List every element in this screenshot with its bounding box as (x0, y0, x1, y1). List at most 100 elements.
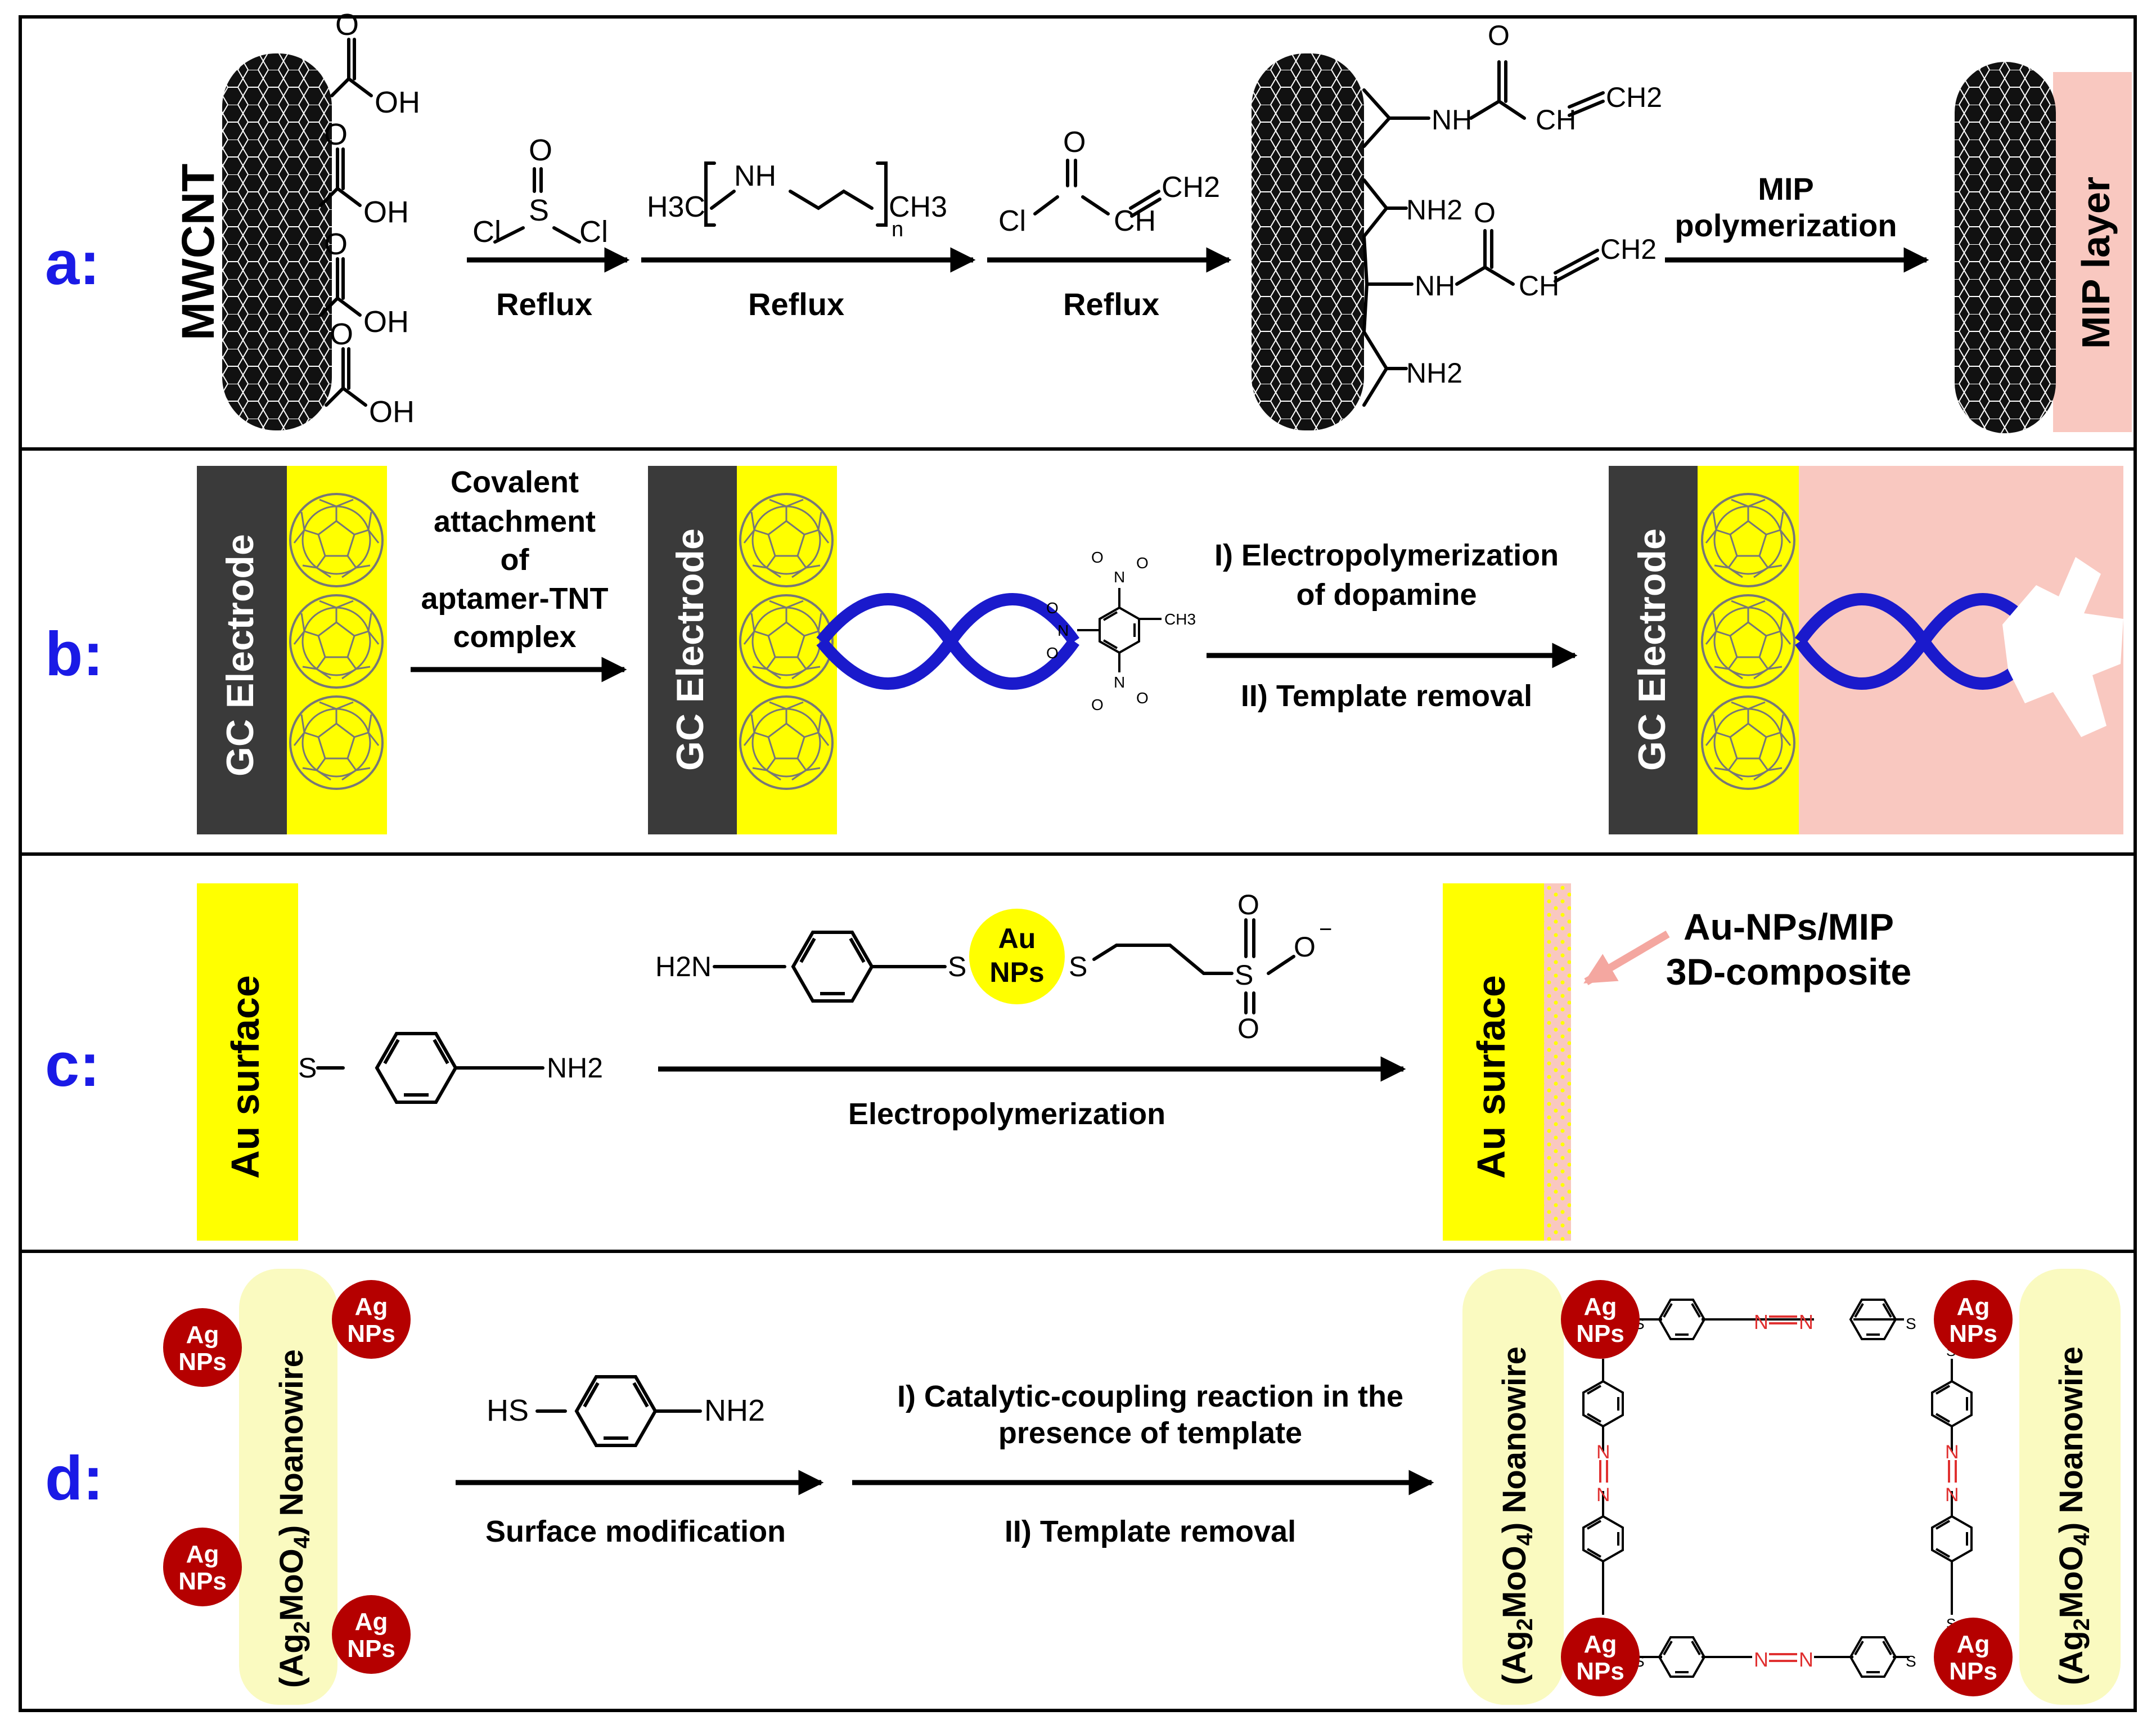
thionyl-chloride: O S Cl Cl (472, 133, 608, 249)
acryloyl-chloride: O Cl CH CH2 (998, 126, 1220, 237)
svg-text:Au: Au (998, 923, 1036, 954)
reflux-label-1: Reflux (496, 286, 592, 322)
svg-text:Ag: Ag (1584, 1631, 1617, 1658)
step-b2-line3: II) Template removal (1241, 679, 1532, 713)
svg-text:O: O (1091, 549, 1104, 566)
svg-text:OH: OH (375, 86, 420, 119)
composite-pointer-arrow (1583, 930, 1670, 986)
svg-text:NH2: NH2 (704, 1394, 765, 1427)
reflux-label-3: Reflux (1063, 286, 1159, 322)
svg-text:S: S (1069, 951, 1087, 982)
svg-text:O: O (1488, 20, 1510, 51)
svg-text:O: O (335, 8, 359, 42)
svg-text:O: O (324, 118, 348, 151)
svg-text:O: O (1091, 696, 1104, 713)
nanowire-3 (2019, 1269, 2121, 1705)
gc-electrode-2 (648, 466, 837, 834)
svg-text:O: O (330, 317, 353, 351)
svg-text:H3C: H3C (647, 191, 705, 223)
svg-text:of: of (501, 543, 530, 577)
svg-text:S: S (1906, 1315, 1916, 1332)
gc-electrode-1 (197, 466, 387, 834)
svg-text:N: N (1596, 1441, 1610, 1463)
svg-text:NH2: NH2 (1406, 194, 1462, 226)
svg-text:N: N (1945, 1441, 1959, 1463)
svg-text:NPs: NPs (347, 1320, 395, 1348)
step-b1-text: Covalent attachment of aptamer-TNT compl… (421, 465, 608, 654)
svg-text:Covalent: Covalent (451, 465, 579, 499)
svg-text:O: O (1136, 689, 1149, 707)
svg-text:NPs: NPs (1949, 1320, 1997, 1348)
panel-c-label: c: (45, 1030, 100, 1099)
mip-step-line1: MIP (1758, 171, 1814, 206)
svg-text:N: N (1754, 1648, 1768, 1671)
svg-text:O: O (529, 133, 552, 167)
panel-d-label: d: (45, 1444, 103, 1513)
svg-text:HS: HS (487, 1394, 529, 1427)
svg-text:O: O (1046, 599, 1059, 617)
svg-text:OH: OH (369, 395, 415, 429)
step-b2-line2: of dopamine (1297, 578, 1477, 612)
svg-text:H2N: H2N (655, 951, 712, 982)
svg-text:Ag: Ag (355, 1293, 388, 1321)
svg-text:aptamer-TNT: aptamer-TNT (421, 582, 608, 616)
svg-text:N: N (1945, 1484, 1959, 1506)
panel-d-frame (19, 1250, 2137, 1712)
au-surface-2 (1443, 883, 1571, 1241)
au-np-conjugate: H2N S Au NPs S S O O O − (655, 889, 1332, 1044)
panel-a-label: a: (45, 228, 100, 298)
svg-text:S: S (298, 1052, 317, 1084)
svg-text:O: O (1237, 1013, 1259, 1044)
svg-text:CH3: CH3 (1164, 610, 1196, 628)
svg-text:NPs: NPs (1949, 1658, 1997, 1685)
ag-nanoparticles-2: Ag NPs Ag NPs Ag NPs Ag NPs (1561, 1280, 2013, 1696)
svg-text:CH: CH (1519, 270, 1559, 302)
svg-text:n: n (892, 218, 903, 241)
amide-branches: NH O CH CH2 NH2 NH O CH CH2 NH2 (1362, 20, 1662, 407)
au-surface-1 (197, 883, 298, 1241)
svg-text:S: S (948, 951, 966, 982)
svg-text:O: O (1294, 931, 1316, 963)
carboxyl-groups: O OH O OH O OH O OH (319, 8, 420, 429)
nanowire-2 (1462, 1269, 1564, 1705)
reflux-label-2: Reflux (748, 286, 844, 322)
svg-text:attachment: attachment (434, 505, 596, 538)
step-d2-line3: II) Template removal (1005, 1515, 1296, 1548)
mip-layer-label: MIP layer (2074, 177, 2118, 349)
svg-text:S: S (529, 194, 549, 227)
svg-text:N: N (1596, 1484, 1610, 1506)
mwcnt-label: MWCNT (173, 164, 224, 340)
step-d2-line2: presence of template (998, 1416, 1302, 1450)
ag-nanoparticles-1: Ag NPs Ag NPs Ag NPs Ag NPs (163, 1280, 411, 1674)
azo-network: N N S S N N S S N N S S N N S S (1582, 1299, 1973, 1678)
svg-text:O: O (1474, 197, 1496, 228)
svg-text:Ag: Ag (1957, 1631, 1990, 1658)
gc-electrode-label-2: GC Electrode (669, 528, 712, 771)
svg-text:O: O (1063, 126, 1086, 159)
svg-text:Cl: Cl (998, 205, 1026, 237)
dna-aptamer-1 (816, 593, 1080, 690)
svg-text:Ag: Ag (1957, 1293, 1990, 1321)
svg-text:O: O (324, 227, 348, 261)
svg-text:NH2: NH2 (547, 1052, 603, 1084)
svg-text:O: O (1136, 554, 1149, 572)
gc-electrode-label-1: GC Electrode (219, 534, 262, 776)
aminothiophenol-reagent: HS NH2 (487, 1377, 765, 1445)
gc-electrode-label-3: GC Electrode (1631, 528, 1673, 771)
nanowire-label-2: (Ag2MoO4) Noanowire (1496, 1346, 1537, 1685)
gc-electrode-3 (1609, 466, 2123, 834)
functionalized-mwcnt (1252, 53, 1364, 430)
mip-step-line2: polymerization (1675, 208, 1897, 243)
svg-text:Ag: Ag (355, 1608, 388, 1636)
mwcnt-with-mip (1955, 62, 2132, 433)
svg-text:S: S (1235, 959, 1253, 991)
svg-text:N: N (1057, 622, 1069, 639)
svg-text:NPs: NPs (178, 1348, 227, 1376)
svg-text:Cl: Cl (579, 215, 608, 249)
svg-text:CH: CH (1536, 104, 1576, 136)
svg-text:O: O (1237, 889, 1259, 920)
electropolymerization-label: Electropolymerization (848, 1097, 1165, 1131)
tnt-molecule: N O O N O O N O O CH3 (1046, 549, 1196, 713)
svg-text:NH: NH (1432, 104, 1472, 136)
